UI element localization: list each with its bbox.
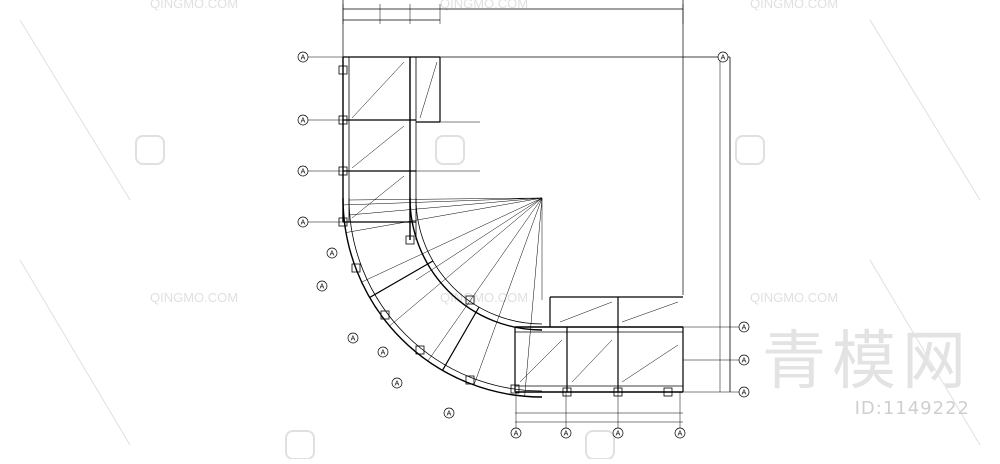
radial-partition [441,306,480,371]
stair-diagonal [621,301,679,323]
floor-plan-linework [338,0,731,398]
grid-axis-label: A [447,411,452,418]
radial-line [343,197,543,206]
structural-column [415,345,425,355]
curved-inner-wall [409,197,543,331]
grid-axis-label: A [742,325,747,332]
site-watermark-text: QINGMO.COM [750,290,838,305]
site-watermark-text: QINGMO.COM [750,0,838,11]
radial-line [427,197,543,362]
watermark-diagonal [19,259,131,446]
grid-axis-bubble [316,280,328,292]
radial-line [389,197,543,327]
grid-axis-label: A [301,220,306,227]
curved-outer-wall [342,197,543,398]
structural-column [338,65,348,75]
site-watermark-text: QINGMO.COM [440,0,528,11]
structural-column [380,310,390,320]
stair-diagonal [621,344,679,383]
grid-axis-bubble [326,247,338,259]
grid-axis-bubble [443,407,455,419]
structural-column [465,295,475,305]
radial-line [524,197,543,397]
grid-axis-bubble [347,332,359,344]
grid-axis-label: A [320,284,325,291]
grid-axis-label: A [330,251,335,258]
radial-line [473,197,543,386]
grid-axis-label: A [351,336,356,343]
grid-axis-label: A [301,55,306,62]
site-watermark-text: QINGMO.COM [150,0,238,11]
watermark-diagonal [19,19,131,201]
radial-partition [369,260,434,299]
structural-column [351,263,361,273]
grid-axis-label: A [742,358,747,365]
grid-axis-bubble [391,377,403,389]
stair-diagonal [519,339,563,383]
stair-diagonal [571,339,613,383]
structural-column [465,375,475,385]
radial-line [345,197,543,233]
grid-axis-markers: A A A A A A A A A A A A A A A A A A [297,51,750,439]
grid-axis-label: A [381,350,386,357]
watermark-logo-icon [735,135,765,165]
grid-axis-label: A [301,118,306,125]
structural-column [562,387,572,397]
grid-axis-label: A [564,431,569,438]
guide-line [348,197,543,216]
stair-diagonal [351,61,405,119]
structural-column [510,384,520,394]
grid-axis-bubble [717,51,729,63]
stair-diagonal [351,175,405,219]
grid-axis-label: A [616,431,621,438]
stair-diagonal [559,301,613,323]
structural-column [405,235,415,245]
watermark-logo-icon [585,430,615,460]
curved-outer-wall-inner [348,197,543,392]
grid-axis-bubble [377,346,389,358]
stair-diagonal [419,61,438,119]
grid-axis-label: A [301,169,306,176]
watermark-diagonal [869,19,981,201]
watermark-logo-icon [135,135,165,165]
grid-axis-label: A [678,431,683,438]
site-watermark-text: QINGMO.COM [440,290,528,305]
watermark-logo-icon [285,430,315,460]
guide-line [348,197,543,201]
guide-line [415,197,543,281]
radial-line [361,197,543,283]
site-watermark-text: QINGMO.COM [150,290,238,305]
watermark-diagonal [869,259,981,446]
structural-column [663,387,673,397]
grid-axis-label: A [395,381,400,388]
curved-inner-wall-inner [415,197,543,325]
watermark-logo-icon [435,135,465,165]
grid-axis-label: A [742,390,747,397]
brand-watermark: 青模网 [762,325,972,399]
image-id-watermark: ID:1149222 [854,398,970,419]
stair-diagonal [351,125,405,169]
grid-axis-label: A [514,431,519,438]
grid-axis-label: A [721,55,726,62]
